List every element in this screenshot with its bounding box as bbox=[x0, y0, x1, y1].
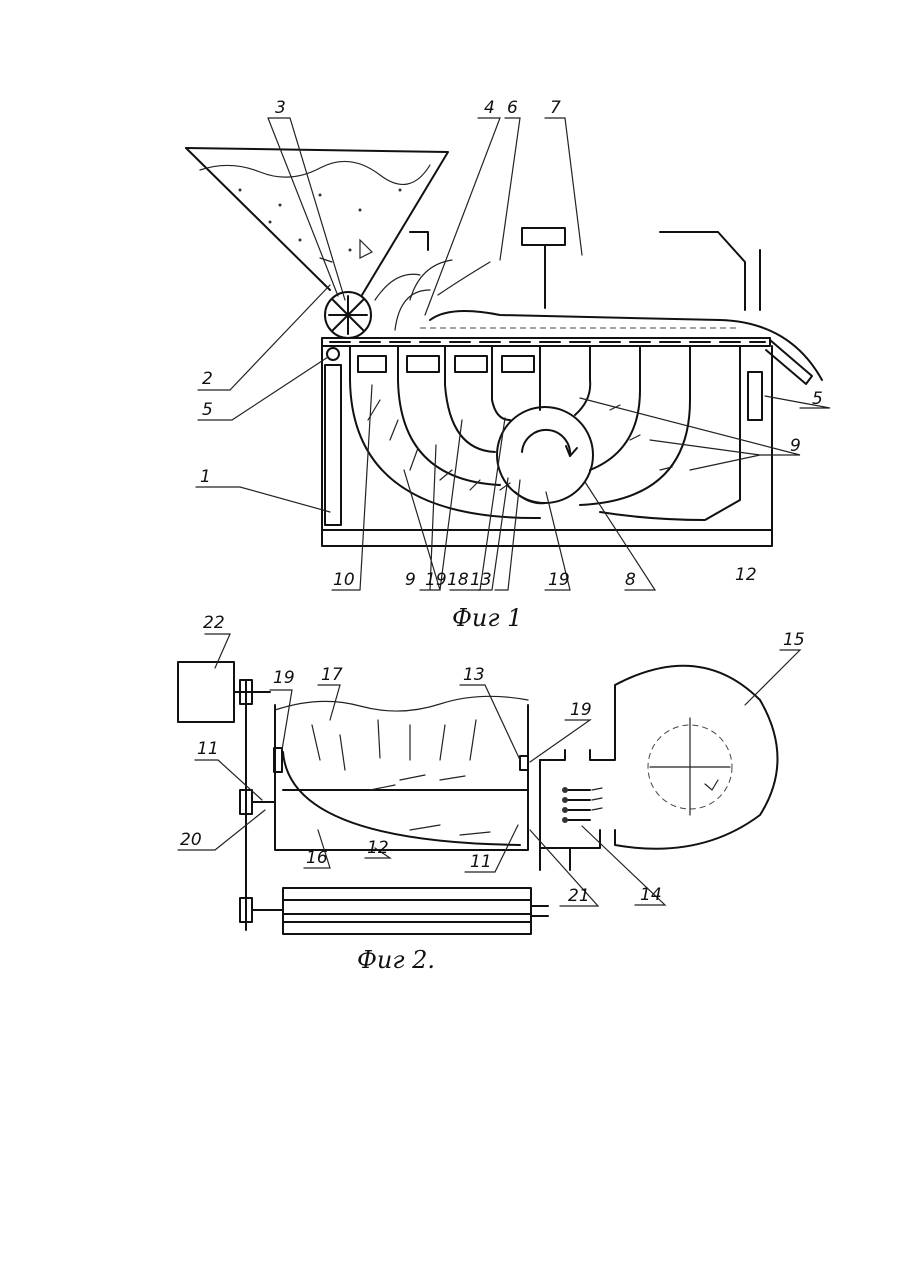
callout-20: 20 bbox=[180, 830, 202, 850]
callout-3: 3 bbox=[275, 98, 286, 118]
callout-15: 15 bbox=[783, 630, 805, 650]
callout-17: 17 bbox=[321, 665, 343, 685]
callout-9-right: 9 bbox=[790, 436, 801, 456]
hopper bbox=[186, 148, 448, 295]
fan-volute bbox=[497, 407, 593, 503]
leader-lines-fig1 bbox=[196, 118, 830, 590]
figure-1-caption: Фиг 1 bbox=[452, 604, 522, 632]
figure-2-caption: Фиг 2. bbox=[357, 946, 435, 974]
figure-2: 22 19 17 13 19 11 20 16 12 11 21 14 15 Ф… bbox=[178, 613, 805, 974]
callout-5-left: 5 bbox=[202, 400, 213, 420]
fan-housing bbox=[540, 666, 778, 870]
drum-housing bbox=[274, 696, 528, 850]
callout-18: 18 bbox=[447, 570, 469, 590]
callout-4: 4 bbox=[484, 98, 495, 118]
callout-2: 2 bbox=[202, 369, 213, 389]
roller bbox=[283, 888, 548, 934]
callout-16: 16 bbox=[306, 848, 328, 868]
callout-13: 13 bbox=[470, 570, 492, 590]
callout-19-bottom-a: 19 bbox=[425, 570, 447, 590]
callout-5-right: 5 bbox=[812, 389, 823, 409]
drive-motor bbox=[178, 662, 234, 722]
callout-13: 13 bbox=[463, 665, 485, 685]
callout-8: 8 bbox=[625, 570, 636, 590]
figure-1: 3 4 6 7 2 5 1 5 9 10 9 19 18 13 19 8 12 … bbox=[0, 0, 830, 632]
perforated-table bbox=[322, 338, 812, 384]
callout-1: 1 bbox=[200, 467, 211, 487]
callout-21: 21 bbox=[568, 886, 590, 906]
callout-22: 22 bbox=[203, 613, 225, 633]
housing-frame bbox=[322, 346, 772, 546]
callout-7: 7 bbox=[550, 98, 561, 118]
callout-11-left: 11 bbox=[197, 739, 219, 759]
callout-14: 14 bbox=[640, 885, 662, 905]
callout-19-bottom-b: 19 bbox=[548, 570, 570, 590]
callout-6: 6 bbox=[507, 98, 518, 118]
air-duct bbox=[410, 228, 822, 380]
feeder-rotor bbox=[325, 292, 371, 338]
callout-19-right: 19 bbox=[570, 700, 592, 720]
callout-9-bottom: 9 bbox=[405, 570, 416, 590]
louvers bbox=[562, 787, 602, 823]
callout-12: 12 bbox=[735, 565, 757, 585]
callout-10: 10 bbox=[333, 570, 355, 590]
callout-11-right: 11 bbox=[470, 852, 492, 872]
callout-19-left: 19 bbox=[273, 668, 295, 688]
callout-12: 12 bbox=[367, 838, 389, 858]
